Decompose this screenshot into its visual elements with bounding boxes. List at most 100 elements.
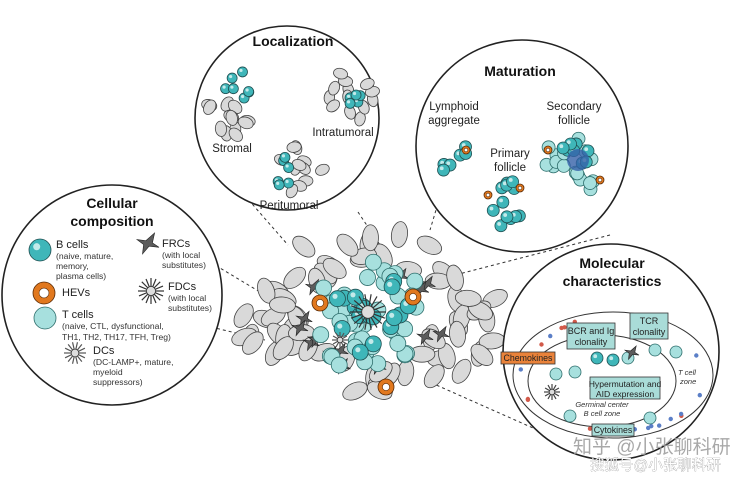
hev-lumen: [463, 147, 469, 153]
b-cell-highlight: [503, 213, 508, 217]
b-cell: [496, 195, 510, 209]
b-cell-highlight: [332, 293, 338, 299]
b-cell-highlight: [502, 181, 507, 186]
cytokine-dot: [539, 342, 544, 347]
bcr-label-1: BCR and Ig: [568, 326, 615, 336]
b-cells-sub-3: plasma cells): [56, 271, 106, 281]
mol-b-cell: [606, 353, 620, 367]
b-cell: [237, 66, 248, 78]
cytokines-label: Cytokines: [594, 425, 633, 435]
b-cell: [383, 278, 401, 296]
b-cell-highlight: [337, 323, 343, 329]
t-cell: [643, 411, 657, 425]
cytokine-dot: [678, 411, 684, 417]
t-cell: [648, 343, 662, 357]
b-cell-highlight: [497, 222, 502, 226]
b-cell-highlight: [559, 144, 564, 149]
b-cell-highlight: [346, 100, 351, 104]
b-cell: [486, 203, 500, 217]
dcs-label: DCs: [93, 345, 115, 357]
cytokine-dot: [697, 392, 703, 398]
dcs-sub-2: myeloid: [93, 367, 123, 377]
hev-lumen: [382, 383, 390, 391]
stromal-cell: [326, 99, 341, 113]
frc-cell: [432, 325, 450, 343]
maturation-title: Maturation: [484, 63, 556, 79]
t-cell: [330, 356, 348, 374]
mol-b-cell: [590, 351, 604, 365]
b-cell-highlight: [229, 74, 233, 79]
b-cell-highlight: [33, 243, 41, 251]
cytokine-dot: [559, 325, 564, 331]
stromal-cell: [322, 258, 347, 279]
b-cell: [273, 179, 285, 191]
b-cell-highlight: [440, 160, 445, 165]
b-cell: [329, 290, 346, 308]
t-cell: [549, 367, 563, 381]
b-cell-highlight: [276, 181, 280, 185]
hypermutation-label-2: AID expression: [596, 389, 654, 399]
stromal-cell: [269, 296, 296, 314]
b-cell: [437, 163, 450, 177]
b-cell: [344, 97, 356, 109]
cytokine-dot: [645, 425, 651, 431]
molecular-title-1: Molecular: [579, 255, 645, 271]
stromal-cell: [416, 235, 443, 255]
t-cell: [359, 269, 376, 286]
b-cell-highlight: [346, 94, 351, 98]
germinal-center: [567, 149, 589, 171]
b-cell-highlight: [245, 88, 249, 92]
b-cell-highlight: [355, 347, 361, 353]
primary-follicle-label-1: Primary: [490, 148, 530, 160]
stromal-cell: [449, 320, 466, 348]
peritumoral-label: Peritumoral: [260, 200, 319, 212]
fdcs-label: FDCs: [168, 281, 197, 293]
b-cell-highlight: [239, 68, 243, 73]
stromal-cell: [454, 289, 482, 307]
b-cell-highlight: [508, 178, 513, 182]
t-cell: [389, 335, 407, 352]
cytokine-dot: [518, 367, 524, 372]
b-cell: [243, 86, 254, 97]
b-cell-highlight: [439, 166, 444, 171]
molecular-title-2: characteristics: [563, 273, 662, 289]
hev-lumen: [316, 299, 324, 307]
frcs-sub-1: (with local: [162, 250, 200, 260]
b-cell: [556, 141, 570, 155]
hev-lumen: [38, 287, 50, 299]
t-cell: [33, 306, 57, 330]
fdcs-sub-2: substitutes): [168, 303, 212, 313]
secondary-follicle-label-2: follicle: [558, 115, 590, 127]
t-cells-label: T cells: [62, 309, 94, 321]
t-cell: [583, 176, 597, 190]
t-cells-sub-1: (naive, CTL, dysfunctional,: [62, 321, 164, 331]
b-cell-highlight: [593, 354, 598, 359]
legend-dc-icon-body: [70, 348, 80, 358]
fdcs-sub-1: (with local: [168, 293, 206, 303]
hevs-label: HEVs: [62, 287, 91, 299]
cellular-title-1: Cellular: [86, 195, 138, 211]
localization-clusters: [201, 66, 380, 199]
chemokines-box: [500, 351, 556, 365]
stromal-cell: [446, 264, 464, 291]
stromal-cell: [328, 80, 341, 96]
stromal-cell: [292, 235, 316, 258]
b-cells-sub-2: memory,: [56, 261, 89, 271]
stromal-cell: [291, 159, 307, 171]
tls-center-structure: [231, 221, 508, 401]
sohu-watermark: 搜狐号@小张聊科研: [590, 457, 721, 474]
b-cell: [226, 72, 238, 84]
stromal-cell: [286, 141, 302, 153]
dcs-sub-1: (DC-LAMP+, mature,: [93, 357, 173, 367]
localization-title: Localization: [253, 33, 334, 49]
stromal-cell: [315, 163, 330, 176]
stromal-cell: [242, 331, 264, 355]
molecular-outer-ring: [512, 311, 714, 439]
b-cell-highlight: [584, 147, 589, 152]
b-cell-highlight: [222, 85, 226, 89]
stromal-cell: [423, 364, 445, 389]
cytokine-dot: [525, 396, 531, 402]
frc-cell: [623, 345, 640, 361]
t-zone-label-2: zone: [679, 377, 696, 386]
